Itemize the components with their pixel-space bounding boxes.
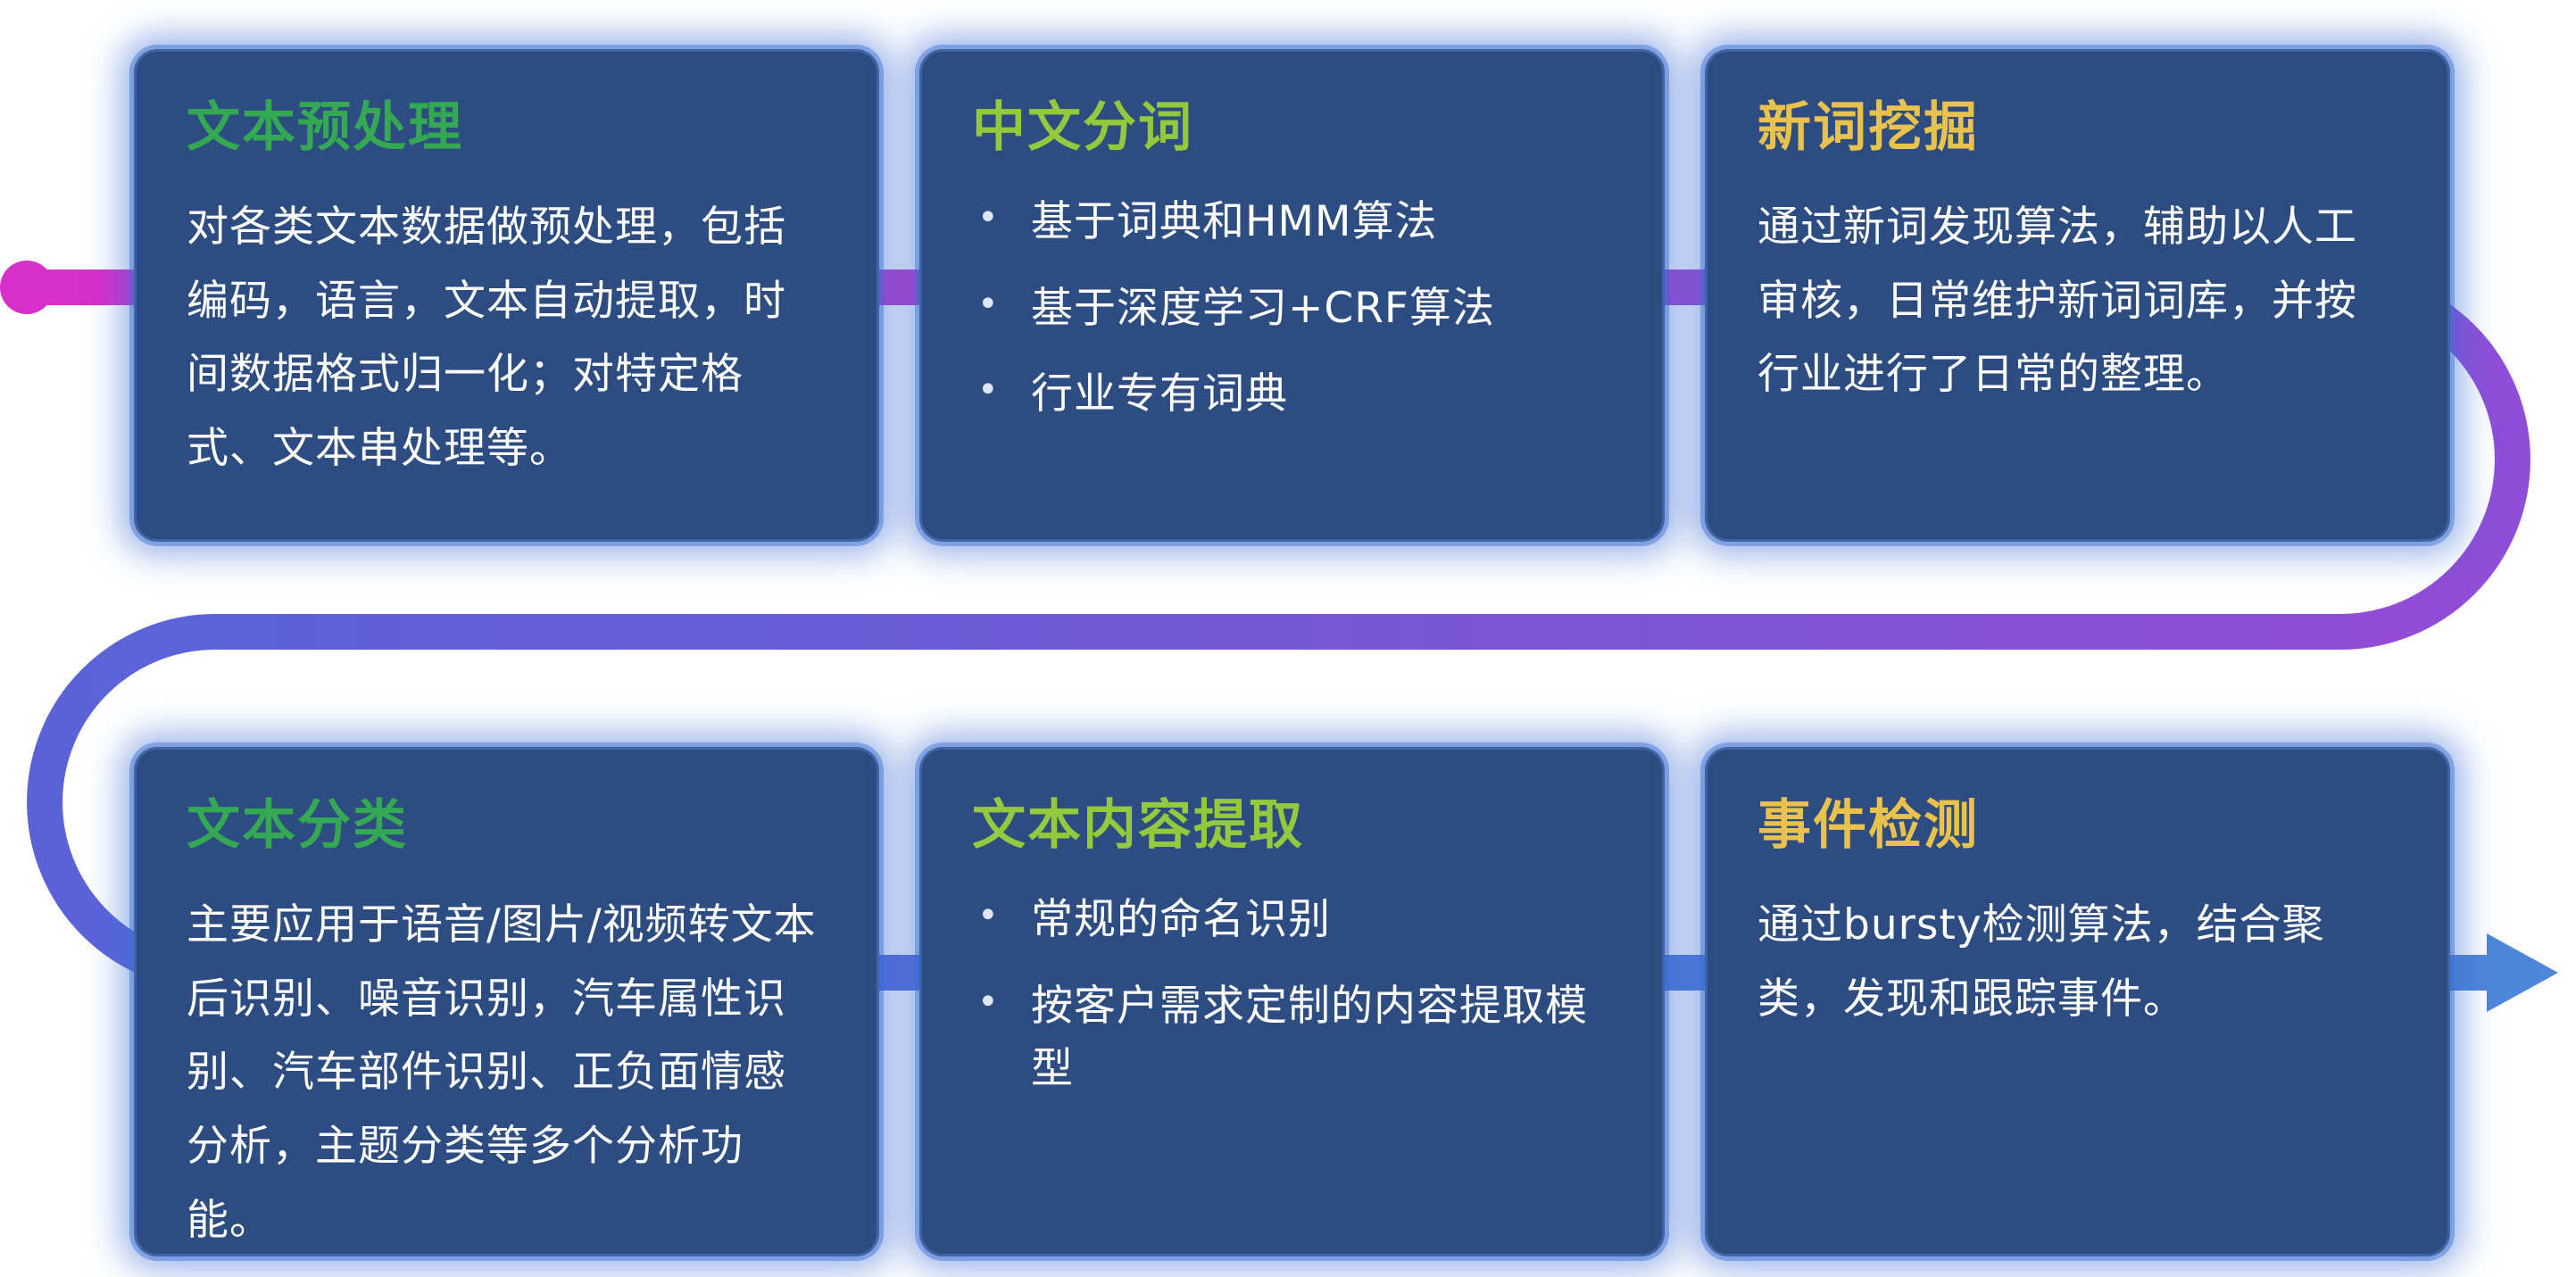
bullet-item: 基于深度学习+CRF算法	[972, 278, 1612, 341]
card-body-new-word-mining: 通过新词发现算法，辅助以人工审核，日常维护新词词库，并按行业进行了日常的整理。	[1757, 203, 2357, 400]
card-chinese-word-segmentation: 中文分词 基于词典和HMM算法 基于深度学习+CRF算法 行业专有词典	[919, 49, 1665, 542]
card-title-chinese-word-segmentation: 中文分词	[972, 96, 1193, 159]
card-title-text-preprocessing: 文本预处理	[187, 96, 463, 159]
card-new-word-mining: 新词挖掘 通过新词发现算法，辅助以人工审核，日常维护新词词库，并按行业进行了日常…	[1705, 49, 2450, 542]
cards-grid: 文本预处理 对各类文本数据做预处理，包括编码，语言，文本自动提取，时间数据格式归…	[134, 49, 2450, 1256]
card-title-new-word-mining: 新词挖掘	[1757, 96, 1979, 159]
bullet-list-chinese-word-segmentation: 基于词典和HMM算法 基于深度学习+CRF算法 行业专有词典	[972, 191, 1612, 427]
card-text-classification: 文本分类 主要应用于语音/图片/视频转文本后识别、噪音识别，汽车属性识别、汽车部…	[134, 747, 879, 1256]
flow-arrow-right-icon	[2487, 933, 2558, 1012]
card-title-text-classification: 文本分类	[187, 794, 408, 857]
bullet-item: 常规的命名识别	[972, 889, 1612, 952]
card-title-event-detection: 事件检测	[1757, 794, 1979, 857]
card-body-text-classification: 主要应用于语音/图片/视频转文本后识别、噪音识别，汽车属性识别、汽车部件识别、正…	[187, 900, 817, 1245]
card-text-content-extraction: 文本内容提取 常规的命名识别 按客户需求定制的内容提取模型	[919, 747, 1665, 1256]
card-text-preprocessing: 文本预处理 对各类文本数据做预处理，包括编码，语言，文本自动提取，时间数据格式归…	[134, 49, 879, 542]
card-body-text-preprocessing: 对各类文本数据做预处理，包括编码，语言，文本自动提取，时间数据格式归一化；对特定…	[187, 203, 786, 474]
card-body-event-detection: 通过bursty检测算法，结合聚类，发现和跟踪事件。	[1757, 900, 2325, 1024]
bullet-item: 基于词典和HMM算法	[972, 191, 1612, 254]
card-title-text-content-extraction: 文本内容提取	[972, 794, 1304, 857]
flow-start-dot	[0, 261, 54, 314]
bullet-item: 按客户需求定制的内容提取模型	[972, 975, 1612, 1101]
bullet-item: 行业专有词典	[972, 363, 1612, 427]
card-event-detection: 事件检测 通过bursty检测算法，结合聚类，发现和跟踪事件。	[1705, 747, 2450, 1256]
bullet-list-text-content-extraction: 常规的命名识别 按客户需求定制的内容提取模型	[972, 889, 1612, 1101]
